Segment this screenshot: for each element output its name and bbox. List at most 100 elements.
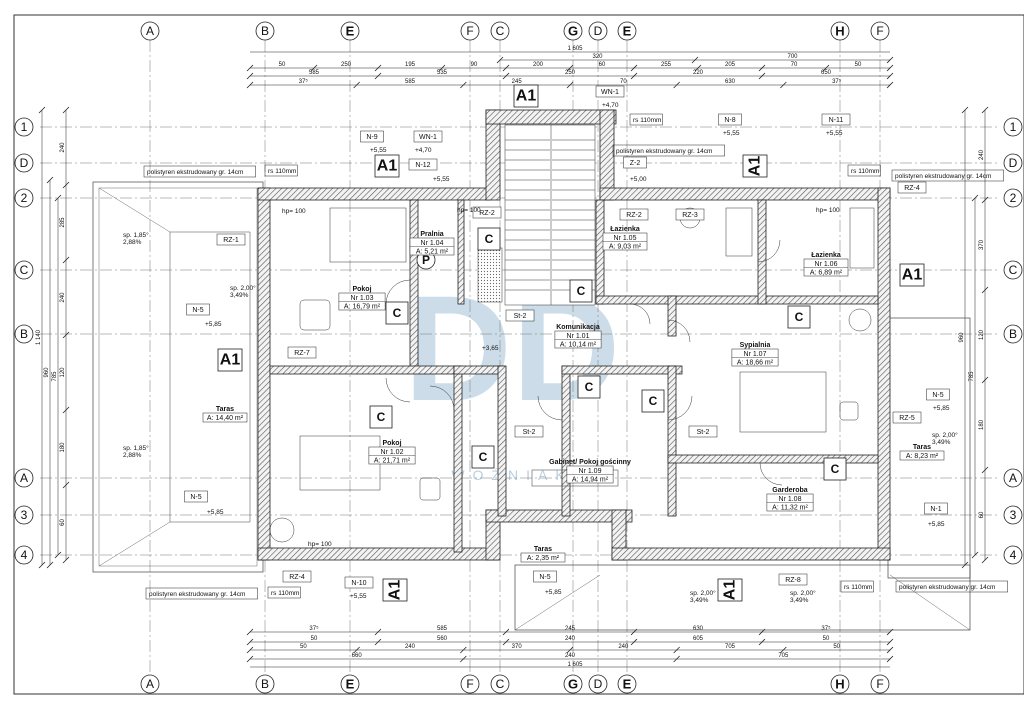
wall-int-3 — [453, 365, 463, 553]
note-rs-n-text-0: rs 110mm — [633, 117, 661, 124]
axis-right-a-5: A — [1003, 468, 1023, 488]
chair-sypialnia — [839, 401, 859, 421]
dim-top-r4-3: 70 — [620, 79, 627, 85]
axis-bottom-f-9: F — [870, 674, 890, 694]
tag-label-9: N-5 — [539, 574, 550, 581]
dim-top-r2-3: 90 — [471, 62, 478, 68]
room-nr-8: Nr 1.08 — [779, 496, 802, 503]
axis-top-f-9: F — [870, 21, 890, 41]
svg-text:C: C — [377, 410, 386, 424]
axis-left-4-7: 4 — [14, 545, 34, 565]
note-elev-9: +3,65 — [482, 345, 499, 352]
room-area-7: A: 14,94 m² — [572, 477, 609, 484]
note-hp-2: hp= 100 — [457, 207, 481, 214]
room-area-8: A: 11,32 m² — [772, 505, 808, 512]
room-nr-4: Nr 1.01 — [567, 333, 590, 340]
note-elev-7-text-0: +4,70 — [602, 102, 619, 109]
note-elev-4: +5,55 — [433, 176, 450, 183]
dim-bottom-r3-3: 240 — [618, 644, 629, 650]
dim-bottom-r2-2: 240 — [565, 636, 576, 642]
dim-bottom-r1-1: 585 — [437, 626, 448, 632]
dim-left-b-0: 785 — [52, 371, 58, 382]
plant-pokoj-102 — [269, 517, 295, 543]
dim-left-a-0: 960 — [44, 367, 50, 378]
room-nr-2: Nr 1.05 — [614, 235, 637, 242]
axis-left-d-1-label: D — [20, 156, 29, 170]
room-nr-5: Nr 1.07 — [744, 351, 767, 358]
dim-left-c-3: 120 — [60, 367, 66, 378]
svg-text:C: C — [831, 462, 840, 476]
furniture — [269, 207, 875, 543]
room-area-4: A: 10,14 m² — [560, 342, 597, 349]
tag-label-7: N-5 — [932, 392, 943, 399]
note-insulation-ne: polistyren ekstrudowany gr. 14cm — [891, 169, 1004, 182]
note-hp-4-text-0: hp= 100 — [816, 207, 840, 214]
wall-int-8 — [667, 365, 677, 517]
section-mark-0: A1 — [513, 84, 539, 108]
tag-rz-3-15: RZ-3 — [675, 208, 705, 221]
tag-label-10: N-1 — [930, 506, 941, 513]
note-elev-10: +5,85 — [205, 321, 222, 328]
note-slope-3-text-1: 3,49% — [230, 292, 249, 299]
note-insulation-sw-text-0: polistyren ekstrudowany gr. 14cm — [149, 591, 245, 598]
note-insulation-n: polistyren ekstrudowany gr. 14cm — [612, 144, 725, 157]
note-hp-1: hp= 100 — [282, 208, 306, 215]
axis-left-b-4-label: B — [20, 327, 28, 341]
room-nr-7: Nr 1.09 — [579, 468, 602, 475]
section-mark-label-2: A1 — [747, 156, 764, 177]
wall-north-east — [599, 187, 891, 201]
bed-sypialnia — [739, 371, 827, 433]
bathtub-105 — [725, 207, 753, 257]
dim-bottom-r4-1: 240 — [565, 653, 576, 659]
axis-left-c-3: C — [14, 260, 34, 280]
note-elev-11-text-0: +5,85 — [207, 509, 224, 516]
column-tags: C C C C C C C C C P — [369, 227, 847, 481]
dim-bottom-r2-3: 605 — [693, 636, 704, 642]
dim-top-r3-1: 535 — [437, 70, 448, 76]
dim-bottom-r3-0: 50 — [300, 644, 307, 650]
dim-right-b-0: 785 — [969, 371, 975, 382]
axis-right-c-3-label: C — [1009, 263, 1018, 277]
axis-right-c-3: C — [1003, 260, 1023, 280]
tag-wn-1-5: WN-1 — [595, 85, 625, 98]
axis-left-b-4: B — [14, 324, 34, 344]
wall-int-12 — [757, 199, 767, 305]
room-name-1: Pralnia — [420, 231, 443, 238]
svg-text:C: C — [393, 306, 402, 320]
tag-label-2: N-12 — [415, 162, 430, 169]
staircase — [477, 124, 596, 306]
note-elev-3: +5,55 — [826, 130, 843, 137]
note-insulation-se-text-0: polistyren ekstrudowany gr. 14cm — [899, 584, 995, 591]
axis-left-3-6-label: 3 — [21, 508, 28, 522]
note-elev-10-text-0: +5,85 — [205, 321, 222, 328]
section-mark-3: A1 — [217, 348, 243, 372]
note-insulation-sw: polistyren ekstrudowany gr. 14cm — [145, 587, 258, 600]
axis-bottom-c-4-label: C — [496, 677, 505, 691]
note-rs-sw-text-0: rs 110mm — [271, 590, 299, 597]
axis-right-4-7: 4 — [1003, 545, 1023, 565]
tag-n-12-2: N-12 — [408, 158, 438, 171]
tag-rz-8-19: RZ-8 — [778, 573, 808, 586]
dim-top-r4-1: 585 — [405, 79, 416, 85]
dim-top-r2-8: 70 — [791, 62, 798, 68]
wall-int-11 — [595, 295, 879, 305]
wall-south-east — [611, 547, 891, 561]
dim-right-c-1: 370 — [979, 239, 985, 250]
axis-top-e-7: E — [617, 21, 637, 41]
axis-top-b-1: B — [255, 21, 275, 41]
tag-label-14: RZ-2 — [626, 212, 642, 219]
terrace-name-0: Taras — [216, 406, 234, 413]
section-mark-2: A1 — [742, 154, 768, 178]
tag-n-11-4: N-11 — [821, 113, 851, 126]
axis-bottom-a-0-label: A — [146, 677, 154, 691]
note-elev-6: +4,70 — [415, 147, 432, 154]
axis-top-g-5-label: G — [568, 24, 578, 39]
tag-label-11: N-10 — [351, 580, 366, 587]
axis-bottom-b-1-label: B — [261, 677, 269, 691]
note-slope-2-text-0: sp. 1,85° — [123, 444, 149, 452]
wall-stair-north — [485, 109, 617, 125]
